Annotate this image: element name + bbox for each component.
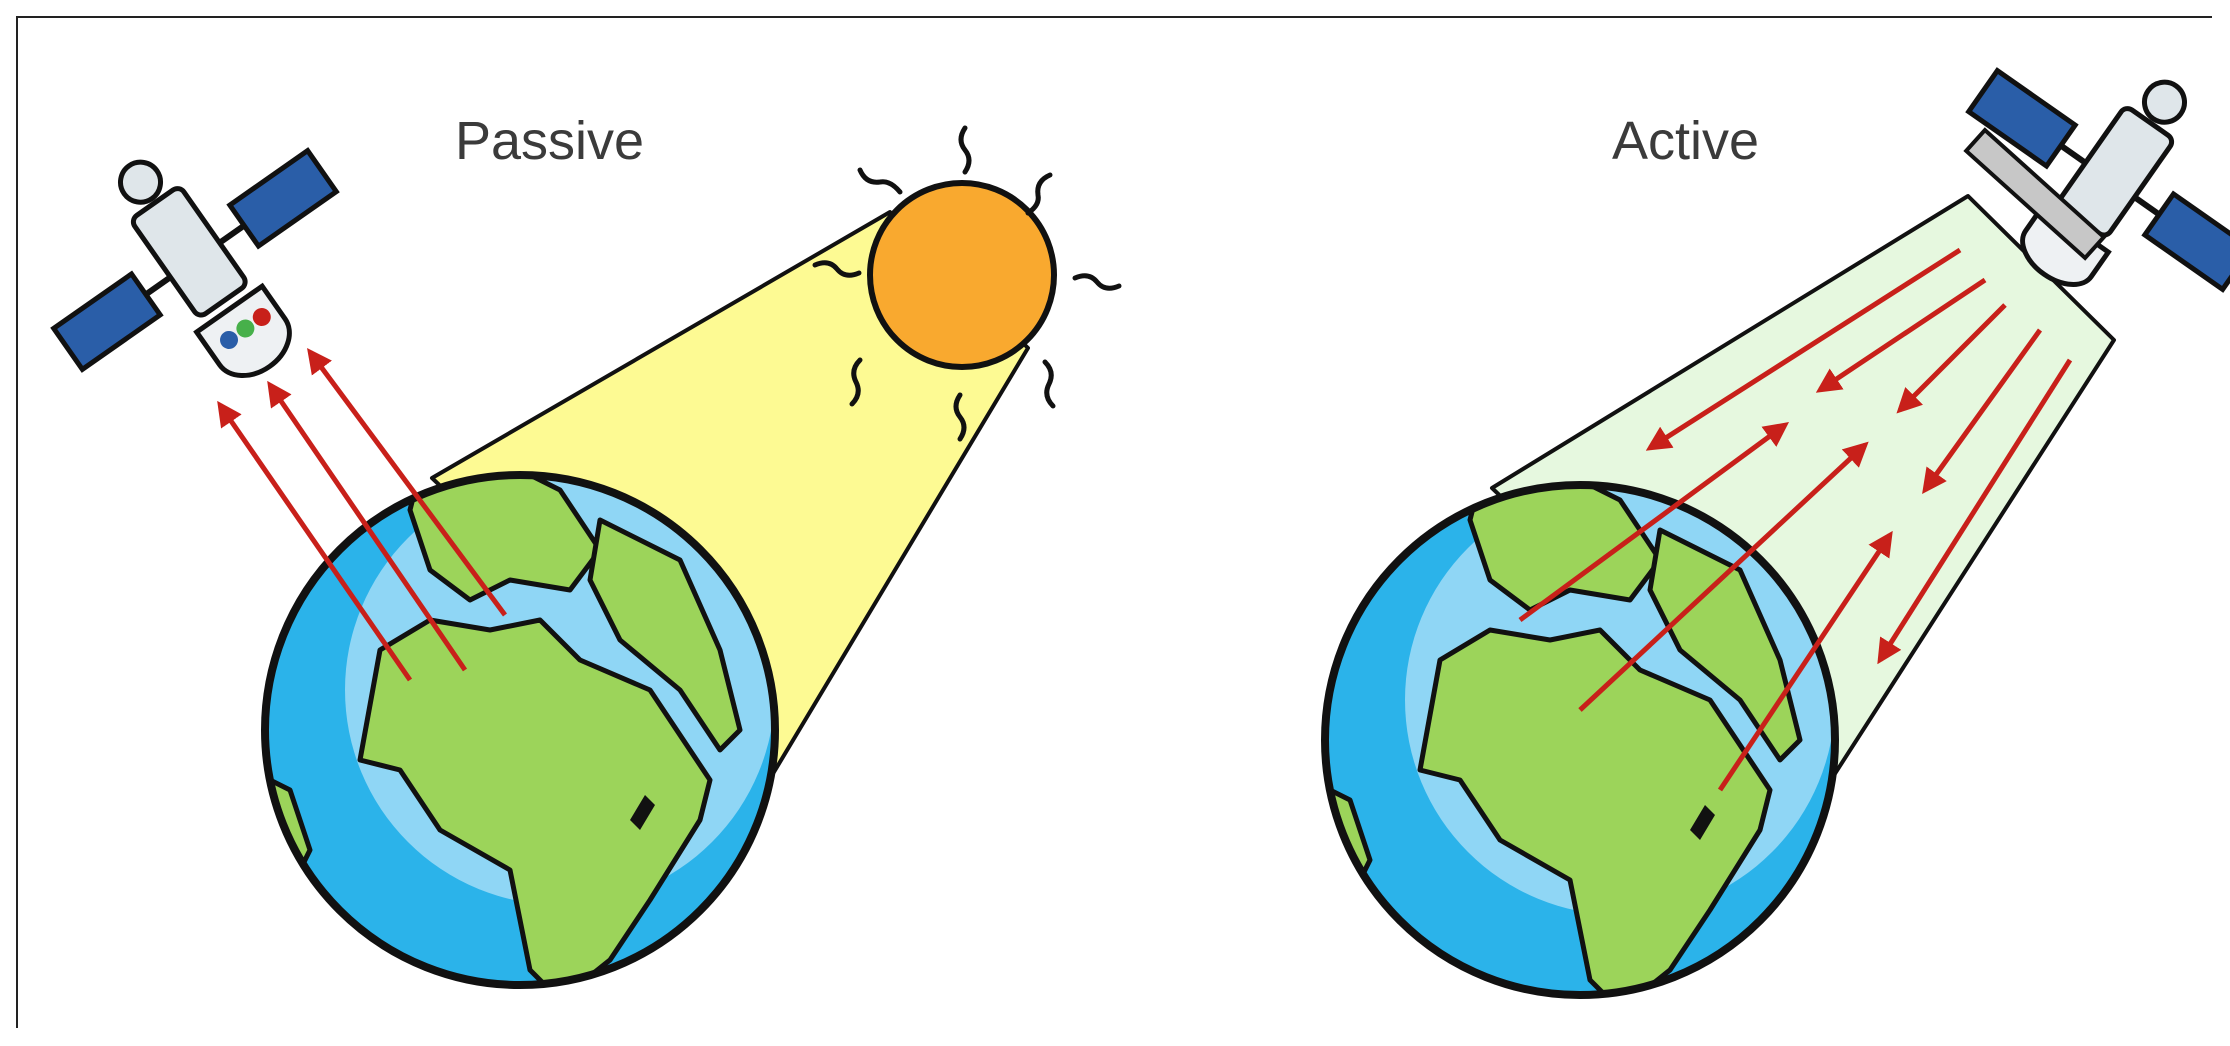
satellite-icon-passive xyxy=(2,77,396,456)
panel-title-active: Active xyxy=(1612,110,1759,172)
panel-title-passive: Passive xyxy=(455,110,644,172)
